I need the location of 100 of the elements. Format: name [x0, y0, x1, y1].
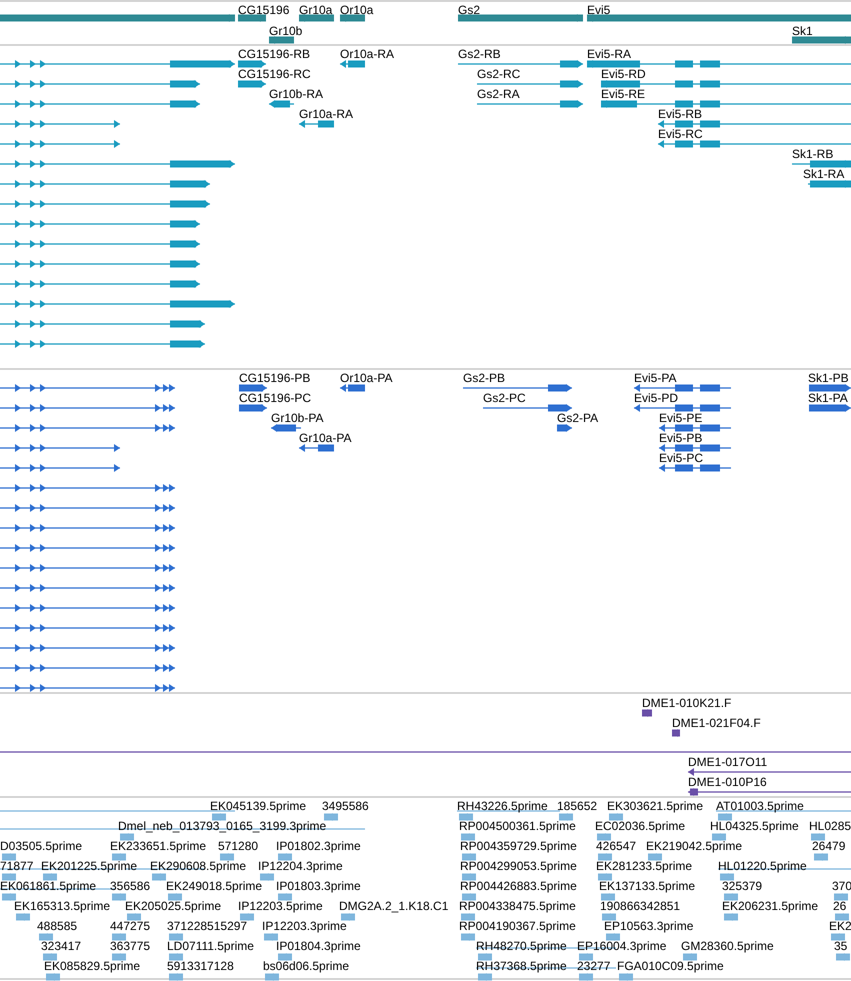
protein-label: Gr10b-PA	[271, 411, 324, 425]
transcript-label: Evi5-RB	[658, 107, 702, 121]
est-label: IP12203.3prime	[262, 919, 347, 933]
est-label: DMG2A.2_1.K18.C1	[339, 899, 448, 913]
est-label: HL04325.5prime	[710, 819, 799, 833]
est-label: D03505.5prime	[0, 839, 82, 853]
protein-label: Sk1-PB	[808, 371, 849, 385]
protein-label: CG15196-PB	[239, 371, 310, 385]
gene-label: Or10a	[340, 3, 374, 17]
transcript-label: Gr10a-RA	[299, 107, 354, 121]
protein-label: Sk1-PA	[808, 391, 848, 405]
est-label: EP16004.3prime	[577, 939, 666, 953]
gene-label: Evi5	[587, 3, 610, 17]
est-label: EK249018.5prime	[166, 879, 262, 893]
est-label: RP004338475.5prime	[459, 899, 576, 913]
protein-label: Evi5-PC	[659, 451, 704, 465]
est-label: EK233651.5prime	[110, 839, 206, 853]
est-label: 325379	[722, 879, 762, 893]
est-label: IP12203.5prime	[238, 899, 323, 913]
est-label: AT01003.5prime	[716, 799, 804, 813]
transcript-label: Evi5-RE	[601, 87, 646, 101]
gene-label: Sk1	[792, 24, 813, 38]
transcript-label: CG15196-RB	[238, 47, 310, 61]
est-label: EK205025.5prime	[125, 899, 222, 913]
est-label: 185652	[557, 799, 598, 813]
est-label: EK137133.5prime	[599, 879, 696, 893]
est-label: EK206231.5prime	[722, 899, 818, 913]
est-label: EK219042.5prime	[646, 839, 742, 853]
est-label: EK290608.5prime	[150, 859, 246, 873]
est-label: HL0285	[809, 819, 851, 833]
est-label: 26	[833, 899, 846, 913]
est-label: 5913317128	[167, 959, 234, 973]
gene-label: Gs2	[458, 3, 480, 17]
est-label: LD07111.5prime	[167, 939, 254, 953]
est-label: RP004359729.5prime	[460, 839, 577, 853]
est-label: 447275	[110, 919, 150, 933]
est-label: RH43226.5prime	[457, 799, 548, 813]
gene-label: Gr10a	[299, 3, 332, 17]
transcript-label: CG15196-RC	[238, 67, 311, 81]
transcript-label: Gs2-RB	[458, 47, 501, 61]
est-label: 488585	[37, 919, 78, 933]
protein-label: Gs2-PB	[463, 371, 506, 385]
gene-label: CG15196	[238, 3, 290, 17]
est-label: bs06d06.5prime	[263, 959, 350, 973]
est-label: IP01802.3prime	[276, 839, 361, 853]
transcript-label: Evi5-RC	[658, 127, 703, 141]
transcript-label: Gr10b-RA	[269, 87, 324, 101]
est-label: EP10563.3prime	[604, 919, 694, 933]
est-label: GM28360.5prime	[681, 939, 774, 953]
est-label: 571280	[218, 839, 258, 853]
est-label: 26479	[812, 839, 846, 853]
protein-label: Gs2-PC	[483, 391, 526, 405]
protein-label: Gr10a-PA	[299, 431, 352, 445]
est-label: RP004500361.5prime	[459, 819, 576, 833]
clone-label: DME1-017O11	[688, 755, 768, 769]
clone-label: DME1-010P16	[688, 775, 767, 789]
protein-label: Evi5-PD	[634, 391, 678, 405]
protein-label: Or10a-PA	[340, 371, 392, 385]
est-label: 35	[834, 939, 848, 953]
transcript-label: Evi5-RA	[587, 47, 632, 61]
est-label: FGA010C09.5prime	[617, 959, 724, 973]
protein-label: Evi5-PA	[634, 371, 676, 385]
est-label: EK085829.5prime	[44, 959, 140, 973]
transcript-label: Gs2-RA	[477, 87, 520, 101]
est-label: Dmel_neb_013793_0165_3199.3prime	[118, 819, 326, 833]
est-label: 371228515297	[167, 919, 248, 933]
est-label: 71877	[0, 859, 34, 873]
protein-label: Evi5-PE	[659, 411, 702, 425]
est-label: 23277	[577, 959, 610, 973]
est-label: 363775	[110, 939, 150, 953]
transcript-label: Sk1-RA	[803, 167, 844, 181]
est-label: IP01803.3prime	[276, 879, 361, 893]
gene-label: Gr10b	[269, 24, 302, 38]
est-label: RH48270.5prime	[476, 939, 567, 953]
transcript-label: Evi5-RD	[601, 67, 646, 81]
protein-label: CG15196-PC	[239, 391, 312, 405]
est-label: RP004426883.5prime	[460, 879, 577, 893]
protein-label: Evi5-PB	[659, 431, 702, 445]
est-label: EK281233.5prime	[596, 859, 692, 873]
est-label: IP12204.3prime	[258, 859, 343, 873]
est-label: 323417	[41, 939, 82, 953]
est-label: HL01220.5prime	[718, 859, 807, 873]
est-label: RP004190367.5prime	[459, 919, 576, 933]
clone-label: DME1-010K21.F	[642, 696, 732, 710]
est-label: RH37368.5prime	[476, 959, 567, 973]
transcript-label: Or10a-RA	[340, 47, 394, 61]
est-label: EK303621.5prime	[607, 799, 704, 813]
est-label: EC02036.5prime	[595, 819, 686, 833]
est-label: EK165313.5prime	[14, 899, 110, 913]
est-label: IP01804.3prime	[276, 939, 361, 953]
est-label: EK061861.5prime	[0, 879, 96, 893]
est-label: EK201225.5prime	[41, 859, 138, 873]
protein-label: Gs2-PA	[557, 411, 598, 425]
est-label: 3495586	[322, 799, 369, 813]
est-label: EK045139.5prime	[210, 799, 306, 813]
est-label: 190866342851	[600, 899, 680, 913]
est-label: RP004299053.5prime	[460, 859, 577, 873]
transcript-label: Gs2-RC	[477, 67, 520, 81]
clone-label: DME1-021F04.F	[672, 716, 761, 730]
est-label: 426547	[596, 839, 636, 853]
